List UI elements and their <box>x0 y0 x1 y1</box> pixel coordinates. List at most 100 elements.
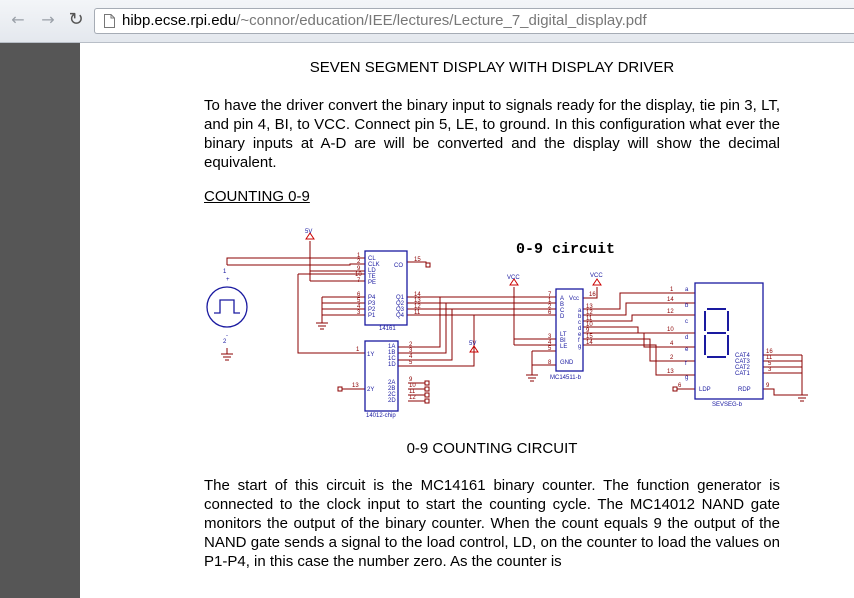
counter-pin-co: CO <box>394 263 403 269</box>
driver-num-6: 6 <box>548 310 552 316</box>
nand-pin-2c: 2C <box>388 392 396 398</box>
nand-pin-2d: 2D <box>388 398 396 404</box>
counter-pin-q1: Q1 <box>396 295 405 301</box>
page-heading: SEVEN SEGMENT DISPLAY WITH DISPLAY DRIVE… <box>309 59 675 76</box>
driver-pin-b-in: B <box>560 302 564 308</box>
gen-plus: + <box>226 277 230 283</box>
counter-pin-q3: Q3 <box>396 307 405 313</box>
nand-pin-1c: 1C <box>388 356 396 362</box>
counter-pin-p2: P2 <box>368 307 376 313</box>
page-margin <box>0 43 80 598</box>
counter-num-7: 7 <box>357 278 361 284</box>
counter-pin-te: TE <box>368 274 376 280</box>
display-num-1: 1 <box>670 287 674 293</box>
counter-num-1: 1 <box>357 253 361 259</box>
reload-icon[interactable]: ↻ <box>68 9 84 30</box>
driver-num-1: 1 <box>548 298 552 304</box>
driver-pin-bi: BI <box>560 338 566 344</box>
nand-num-2: 2 <box>409 342 413 348</box>
driver-num-15: 15 <box>586 334 593 340</box>
nand-num-10: 10 <box>409 383 416 389</box>
nand-num-9: 9 <box>409 377 413 383</box>
display-pin-e: e <box>685 347 689 353</box>
counter-num-9: 9 <box>357 266 361 272</box>
label-vcc-right: VCC <box>590 273 603 279</box>
nand-num-1: 1 <box>356 347 360 353</box>
display-num-4: 4 <box>670 341 674 347</box>
counter-pin-p4: P4 <box>368 295 376 301</box>
nand-num-13: 13 <box>352 383 359 389</box>
label-vcc-left: VCC <box>507 275 520 281</box>
nand-pin-1a: 1A <box>388 344 395 350</box>
display-pin-c: c <box>685 319 688 325</box>
url-path: /~connor/education/IEE/lectures/Lecture_… <box>236 12 647 29</box>
nand-pin-1b: 1B <box>388 350 395 356</box>
counter-num-13: 13 <box>414 298 421 304</box>
driver-num-12: 12 <box>586 310 593 316</box>
counter-pin-p1: P1 <box>368 313 376 319</box>
display-pin-rdp: RDP <box>738 387 751 393</box>
display-pin-d: d <box>685 335 688 341</box>
label-5v-counter: 5V <box>305 229 312 235</box>
display-pin-b: b <box>685 303 689 309</box>
display-pin-f: f <box>685 361 687 367</box>
driver-num-14: 14 <box>586 340 593 346</box>
display-num-14: 14 <box>667 297 674 303</box>
url-domain: hibp.ecse.rpi.edu <box>122 12 237 29</box>
counter-num-2: 2 <box>357 259 361 265</box>
counter-pin-cl: CL <box>368 256 376 262</box>
driver-num-3: 3 <box>548 334 552 340</box>
driver-pin-d-out: d <box>578 326 581 332</box>
display-pin-cat1: CAT1 <box>735 371 751 377</box>
label-5v-nand: 5V <box>469 341 476 347</box>
driver-pin-c-in: C <box>560 308 565 314</box>
counter-num-6: 6 <box>357 292 361 298</box>
pdf-page: SEVEN SEGMENT DISPLAY WITH DISPLAY DRIVE… <box>80 43 854 598</box>
counter-pin-clk: CLK <box>368 262 380 268</box>
driver-pin-gnd: GND <box>560 360 574 366</box>
gen-minus: - <box>226 333 228 339</box>
back-arrow-icon[interactable]: ← <box>11 10 25 29</box>
page-icon <box>104 14 115 28</box>
display-num-13: 13 <box>667 369 674 375</box>
display-pin-g: g <box>685 375 688 381</box>
gen-pin-2: 2 <box>223 339 227 345</box>
driver-num-9: 9 <box>586 328 590 334</box>
driver-pin-d-in: D <box>560 314 565 320</box>
driver-name: MC14511-b <box>550 375 582 381</box>
driver-pin-lt: LT <box>560 332 567 338</box>
counter-pin-q4: Q4 <box>396 313 405 319</box>
nand-pin-2y: 2Y <box>367 387 374 393</box>
nand-num-11: 11 <box>409 389 416 395</box>
nand-pin-2a: 2A <box>388 380 395 386</box>
subheading-counting: COUNTING 0-9 <box>204 188 310 205</box>
figure-caption: 0-9 COUNTING CIRCUIT <box>406 440 578 457</box>
driver-pin-a-in: A <box>560 296 564 302</box>
display-num-3: 3 <box>768 367 772 373</box>
display-name: SEVSEG-b <box>712 402 743 408</box>
driver-pin-g-out: g <box>578 344 581 350</box>
display-num-10: 10 <box>667 327 674 333</box>
driver-pin-c-out: c <box>578 320 581 326</box>
nand-num-4: 4 <box>409 354 413 360</box>
counter-num-12: 12 <box>414 304 421 310</box>
nand-num-3: 3 <box>409 348 413 354</box>
driver-pin-e-out: e <box>578 332 582 338</box>
circuit-schematic: 5V VCC VCC 5V + - 1 2 CL CLK LD TE PE P4… <box>206 229 808 419</box>
counter-num-3: 3 <box>357 310 361 316</box>
display-num-2: 2 <box>670 355 674 361</box>
display-pin-a: a <box>685 287 689 293</box>
paragraph-intro: To have the driver convert the binary in… <box>204 97 780 171</box>
counter-pin-ld: LD <box>368 268 376 274</box>
display-num-16: 16 <box>766 349 773 355</box>
forward-arrow-icon[interactable]: → <box>41 10 55 29</box>
driver-pin-b-out: b <box>578 314 582 320</box>
paragraph-description: The start of this circuit is the MC14161… <box>204 477 780 570</box>
display-pin-ldp: LDP <box>699 387 711 393</box>
url-text[interactable]: hibp.ecse.rpi.edu/~connor/education/IEE/… <box>122 12 647 29</box>
address-bar[interactable]: hibp.ecse.rpi.edu/~connor/education/IEE/… <box>94 8 854 34</box>
counter-pin-pe: PE <box>368 280 376 286</box>
nand-pin-1d: 1D <box>388 362 396 368</box>
display-pin-cat2: CAT2 <box>735 365 751 371</box>
display-pin-cat4: CAT4 <box>735 353 751 359</box>
